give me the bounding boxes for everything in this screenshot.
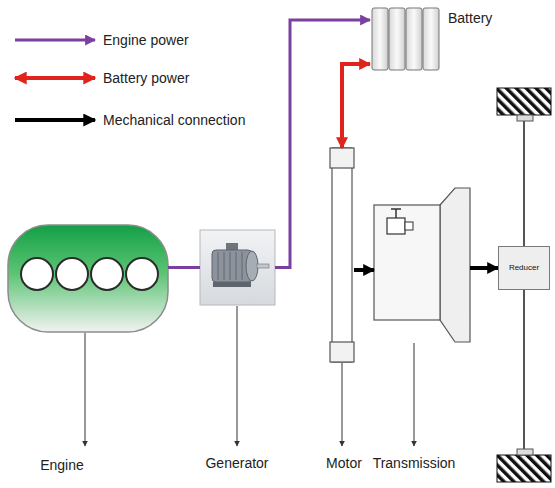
mechanical-connection	[354, 268, 374, 272]
leader-line	[237, 306, 238, 446]
generator-box: Generator	[200, 230, 275, 305]
engine-illustration	[8, 225, 168, 332]
wheel-axle	[517, 449, 533, 455]
part-label: Engine	[40, 457, 84, 473]
part-label: Battery	[448, 10, 492, 26]
engine-illustration	[21, 258, 53, 290]
engine-illustration	[126, 258, 158, 290]
transmission-illustration	[440, 188, 470, 342]
part-label: Motor	[326, 455, 362, 471]
generator-illustration	[224, 252, 225, 280]
motor-illustration	[330, 342, 354, 362]
generator-illustration	[213, 282, 251, 287]
legend-sample	[15, 39, 95, 42]
transmission-illustration	[374, 188, 470, 342]
engine-illustration	[8, 225, 168, 332]
legend-text: Mechanical connection	[103, 111, 245, 129]
battery-illustration	[406, 8, 422, 70]
transmission-illustration	[391, 208, 401, 210]
leader-line	[342, 363, 343, 446]
transmission-illustration	[374, 205, 440, 320]
part-label: Transmission	[373, 455, 456, 471]
legend-text: Battery power	[103, 69, 189, 87]
leader-line	[85, 333, 86, 446]
generator-illustration	[230, 252, 231, 280]
battery-power-line	[342, 64, 370, 148]
leader-line	[85, 306, 414, 446]
part-label: Generator	[205, 455, 268, 471]
transmission-illustration	[395, 209, 397, 218]
leader-line	[414, 343, 415, 446]
transmission-box: Transmission	[374, 188, 470, 342]
motor-illustration	[330, 148, 354, 168]
legend-sample	[15, 118, 95, 122]
wheel-axle	[497, 88, 551, 115]
part-label: Reducer	[509, 263, 539, 273]
transmission-illustration	[387, 218, 405, 234]
transmission-illustration	[405, 222, 413, 230]
battery-illustration	[389, 8, 405, 70]
wheel-axle	[517, 115, 533, 121]
battery-illustration	[423, 8, 439, 70]
engine-illustration	[56, 258, 88, 290]
legend-sample	[15, 40, 95, 120]
wheel-axle	[523, 121, 525, 246]
generator-illustration	[236, 252, 237, 280]
generator-illustration	[242, 252, 243, 280]
generator-illustration	[246, 251, 258, 281]
wheel-axle	[523, 290, 525, 449]
battery-illustration	[372, 8, 439, 70]
motor-illustration	[332, 148, 352, 362]
battery-pack: Battery	[370, 6, 440, 72]
generator-illustration	[257, 264, 269, 268]
mechanical-connection	[470, 266, 498, 270]
motor-box: Motor	[330, 148, 354, 362]
legend-text: Engine power	[103, 31, 189, 49]
legend-sample	[15, 76, 95, 80]
wheel-axle	[497, 88, 551, 482]
reducer-box: Reducer	[498, 246, 550, 290]
motor-illustration	[330, 148, 354, 362]
engine-illustration	[91, 258, 123, 290]
battery-illustration	[372, 8, 388, 70]
engine-block: Engine	[8, 225, 168, 332]
generator-illustration	[200, 230, 275, 305]
engine-power-line	[275, 20, 370, 268]
generator-illustration	[200, 230, 275, 305]
generator-illustration	[218, 252, 219, 280]
engine-power-line	[168, 266, 200, 269]
wheel-axle	[497, 455, 551, 482]
